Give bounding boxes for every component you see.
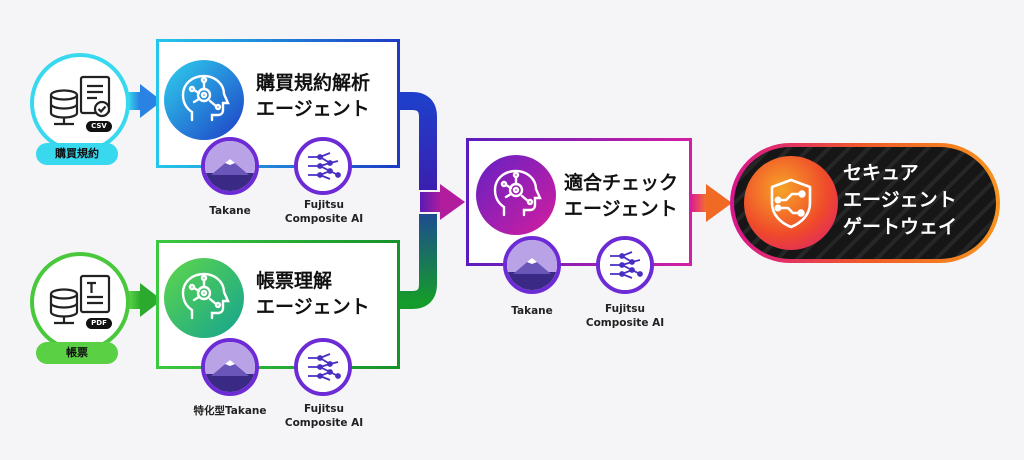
tool-label-takane: Takane (511, 305, 553, 317)
file-type-badge: CSV (91, 122, 107, 130)
file-type-badge: PDF (91, 319, 107, 327)
brain-circuit-icon (476, 155, 556, 235)
connector-top-to-merge (400, 92, 437, 190)
arrow-merge-to-check-agent (420, 184, 465, 220)
agent-box-purchase-analysis (156, 39, 400, 168)
tool-label-takane: Takane (209, 205, 251, 217)
network-icon (596, 236, 654, 294)
brain-circuit-icon (164, 60, 244, 140)
tool-label-line1: Fujitsu (604, 303, 646, 315)
database-document-icon (49, 274, 112, 329)
agent-title: 購買規約解析 (256, 72, 371, 94)
database-document-icon (49, 75, 112, 132)
connector-bottom-to-merge (400, 214, 437, 309)
arrow-form-to-agent (128, 283, 162, 317)
mountain-icon (201, 137, 259, 195)
network-icon (294, 137, 352, 195)
source-purchase-terms: CSV (30, 53, 130, 153)
mountain-icon (201, 338, 259, 396)
gateway-title-line2: エージェント (843, 189, 957, 211)
arrow-check-to-gateway (692, 184, 732, 222)
shield-network-icon (744, 156, 838, 250)
tool-label-line1: Fujitsu (303, 403, 345, 415)
gateway-title-line1: セキュア (843, 162, 919, 184)
agent-title: 帳票理解 (256, 270, 333, 292)
tool-label-line2: Composite AI (585, 317, 665, 329)
brain-circuit-icon (164, 258, 244, 338)
arrow-purchase-to-agent (128, 84, 162, 118)
tool-label-line2: Composite AI (284, 213, 364, 225)
gateway-title-line3: ゲートウェイ (843, 216, 958, 238)
agent-title-line2: エージェント (256, 98, 370, 120)
tool-label-specialized-takane: 特化型Takane (193, 405, 267, 417)
tool-label-line2: Composite AI (284, 417, 364, 429)
mountain-icon (503, 236, 561, 294)
network-icon (294, 338, 352, 396)
source-label-forms: 帳票 (36, 342, 118, 364)
agent-title: 適合チェック (564, 172, 679, 194)
source-label-purchase-terms: 購買規約 (36, 143, 118, 165)
source-forms: PDF (30, 252, 130, 352)
tool-label-composite-ai: Fujitsu Composite AI (278, 402, 370, 430)
tool-label-composite-ai: Fujitsu Composite AI (278, 198, 370, 226)
agent-title-line2: エージェント (256, 296, 370, 318)
tool-label-line1: Fujitsu (303, 199, 345, 211)
agent-title-line2: エージェント (564, 198, 678, 220)
tool-label-composite-ai: Fujitsu Composite AI (579, 302, 671, 330)
